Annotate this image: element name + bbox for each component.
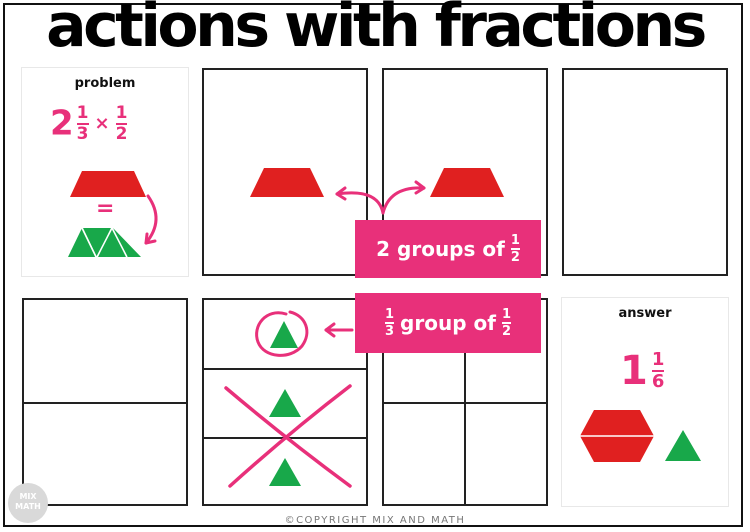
divider-line: [24, 402, 186, 404]
fraction-denominator: 3: [385, 324, 395, 339]
fraction-numerator: 1: [76, 102, 89, 123]
fraction-denominator: 3: [76, 123, 89, 144]
problem-whole: 2: [50, 103, 74, 144]
triangle-edge: [96, 227, 113, 258]
action-box-4: [22, 298, 188, 506]
triangle-shape: [68, 228, 96, 257]
fraction-denominator: 6: [651, 371, 665, 392]
arrowhead-icon: [335, 186, 347, 201]
page-title: actions with fractions: [46, 0, 707, 61]
trapezoid-shape: [250, 168, 324, 197]
divider-line: [464, 300, 466, 504]
triangle-shape: [83, 228, 111, 257]
circle-mark: [255, 310, 309, 357]
trapezoid-shape: [70, 171, 146, 197]
arrowhead-icon: [324, 322, 336, 338]
arrowhead-icon: [144, 232, 157, 245]
times-sign: ×: [94, 113, 110, 134]
triangle-edge: [111, 227, 128, 258]
page-border: [3, 3, 743, 527]
fraction-numerator: 1: [385, 307, 395, 322]
answer-whole: 1: [620, 348, 648, 394]
banner-text: group of: [400, 311, 496, 335]
fraction-numerator: 1: [510, 233, 520, 248]
fraction-denominator: 2: [115, 123, 128, 144]
divider-line: [204, 368, 366, 370]
triangle-shape: [269, 389, 301, 417]
triangle-shape: [269, 458, 301, 486]
answer-label: answer: [618, 306, 672, 321]
copyright-notice: ©COPYRIGHT MIX AND MATH: [284, 515, 466, 526]
banner-text: 2 groups of: [376, 237, 505, 261]
trapezoid-shape: [430, 168, 504, 197]
fraction-numerator: 1: [115, 102, 128, 123]
triangle-shape: [665, 430, 701, 461]
arrowhead-icon: [414, 180, 426, 195]
triangle-shape: [270, 321, 298, 348]
curved-arrow-icon: [144, 194, 158, 245]
triangle-shape: [113, 228, 141, 257]
triangle-edge: [81, 227, 97, 258]
equals-sign: =: [96, 196, 115, 221]
fraction-denominator: 2: [510, 250, 520, 265]
logo-line-2: MATH: [15, 502, 41, 511]
problem-label: problem: [74, 76, 136, 91]
fraction-numerator: 1: [651, 349, 665, 370]
triangle-shape: [98, 228, 126, 257]
mix-and-math-logo: MIX MATH: [8, 483, 48, 523]
fraction-numerator: 1: [501, 307, 511, 322]
curved-arrow-icon: [381, 186, 426, 215]
logo-line-1: MIX: [19, 492, 37, 501]
action-box-3: [562, 68, 728, 276]
curved-arrow-icon: [335, 191, 385, 215]
cross-mark: [228, 384, 352, 488]
fraction-denominator: 2: [501, 324, 511, 339]
